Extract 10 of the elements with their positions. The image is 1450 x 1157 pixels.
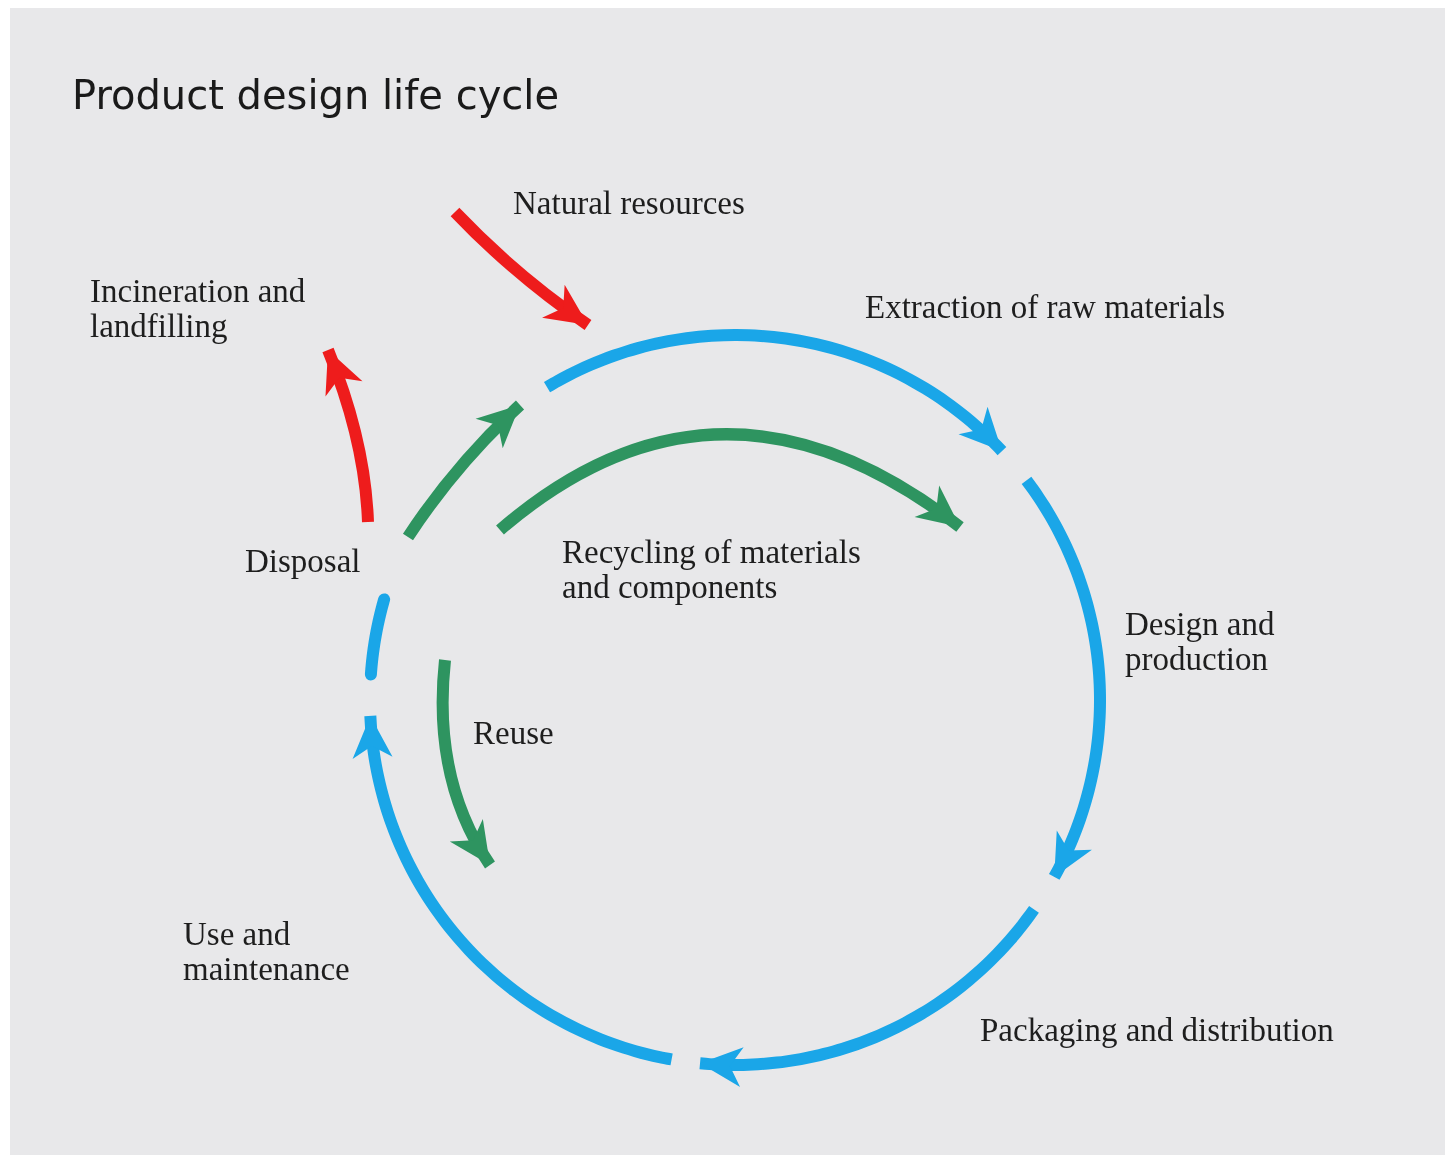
stage-label: Design and production xyxy=(1125,607,1276,677)
stage-label: Packaging and distribution xyxy=(980,1013,1335,1048)
output-label: Incineration and landfilling xyxy=(90,274,307,344)
input-label: Natural resources xyxy=(513,186,746,221)
diagram-title: Product design life cycle xyxy=(72,72,559,118)
loop-label: Reuse xyxy=(473,716,555,751)
stage-label: Disposal xyxy=(245,544,362,579)
loop-label: Recycling of materials and components xyxy=(562,535,862,605)
stage-label: Use and maintenance xyxy=(183,917,351,987)
stage-label: Extraction of raw materials xyxy=(865,290,1227,325)
